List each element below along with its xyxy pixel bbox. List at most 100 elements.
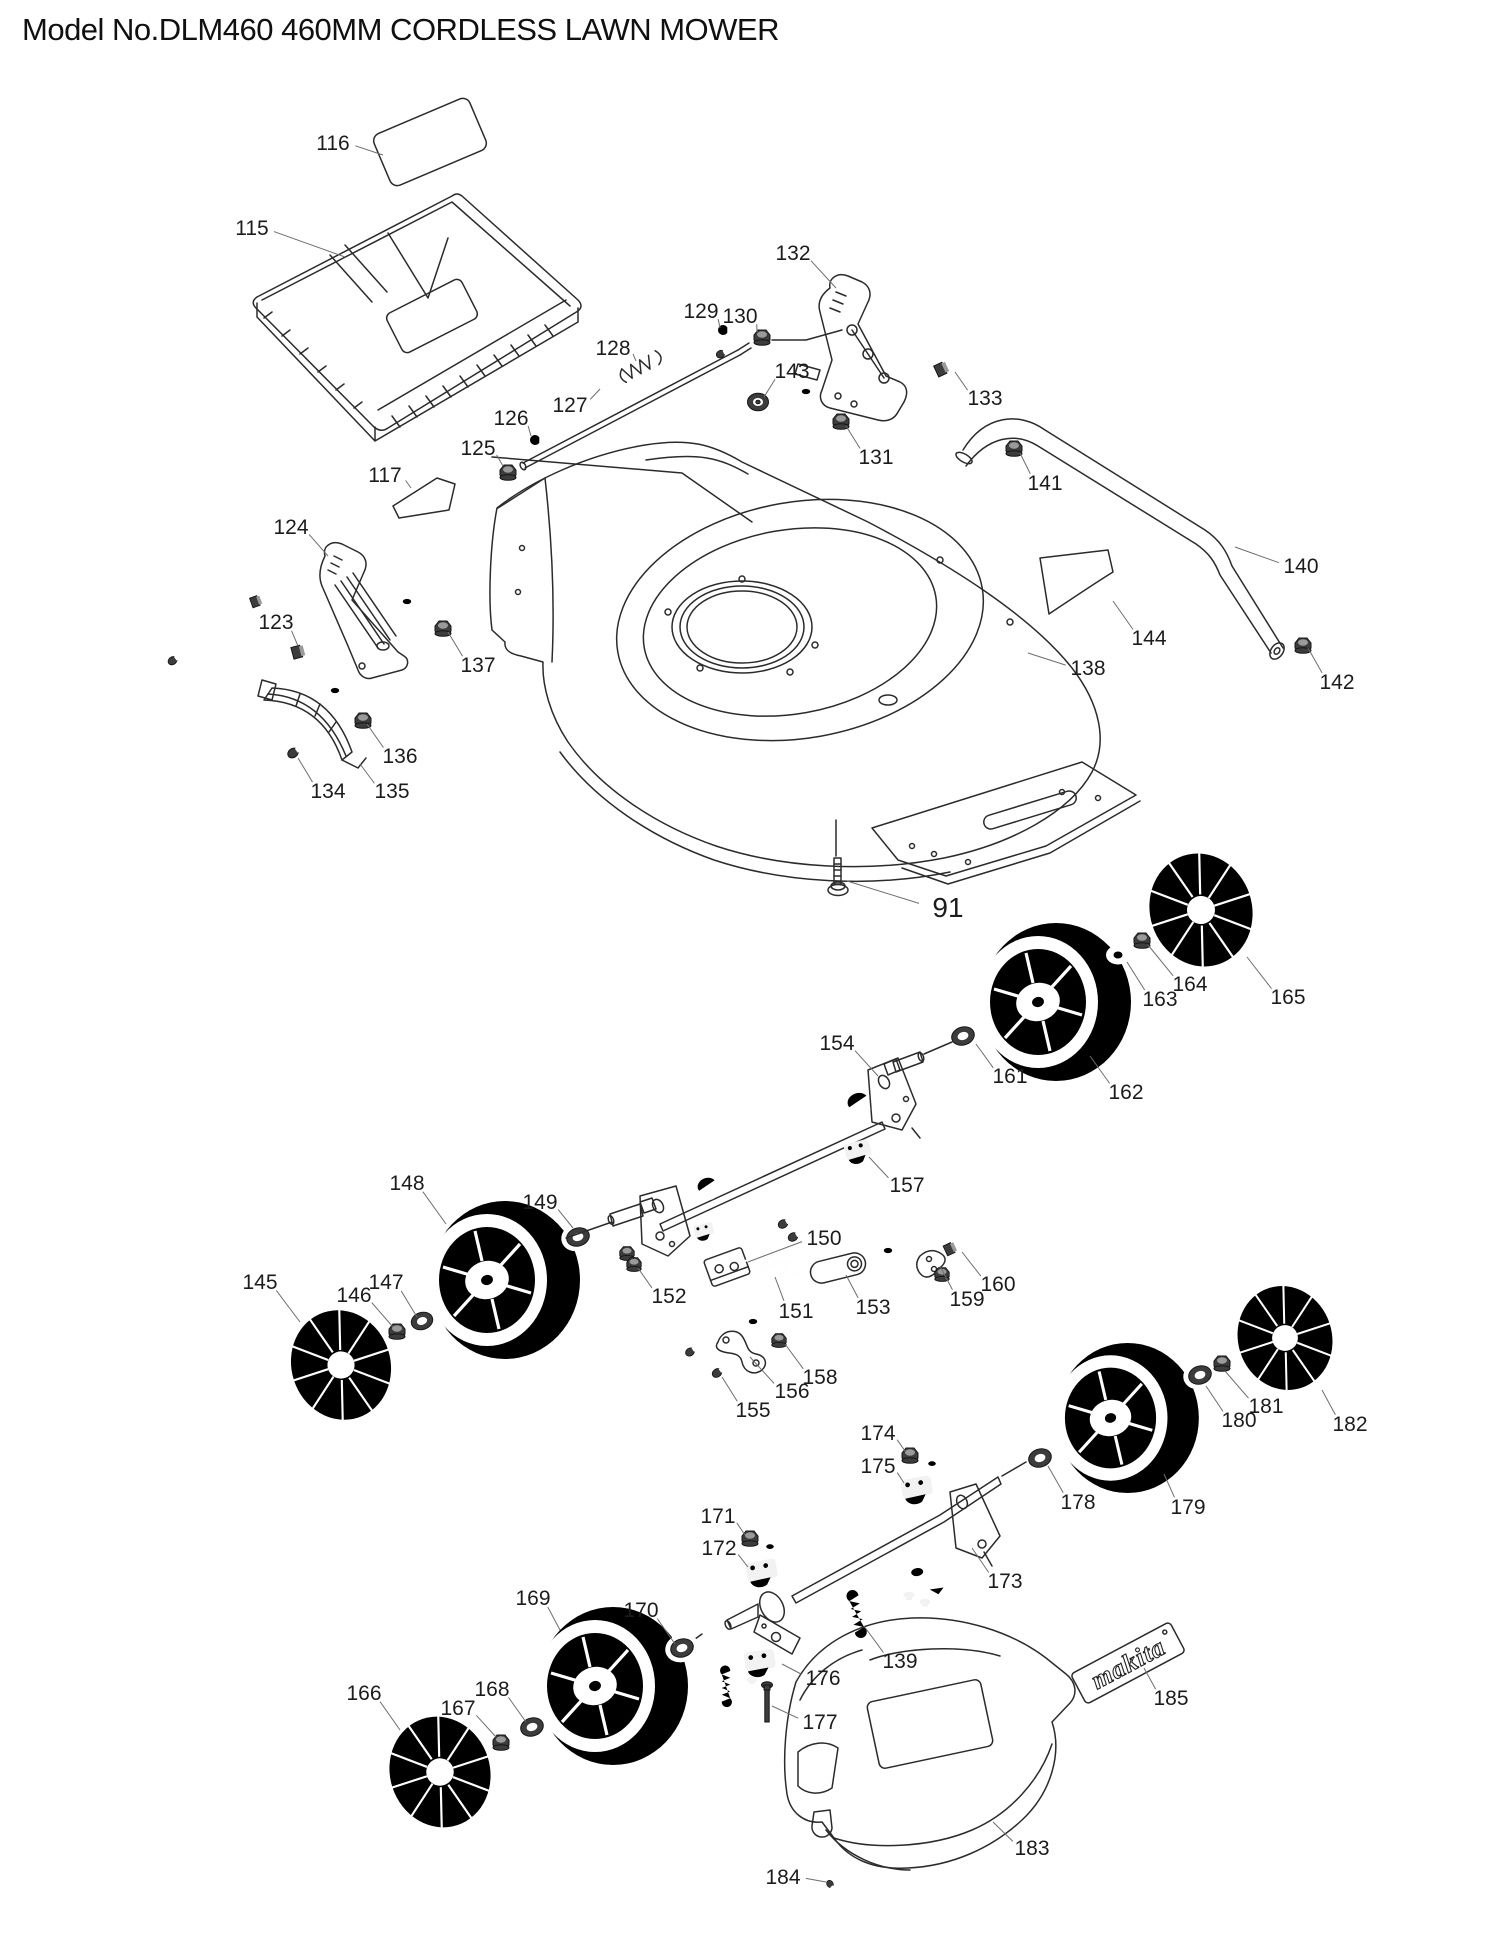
leader-line-166 xyxy=(379,1701,401,1731)
carriage-bolt xyxy=(903,1591,915,1630)
part-label-126: 126 xyxy=(493,407,528,430)
part-callout-168: 168 xyxy=(474,1678,527,1723)
part-callout-123: 123 xyxy=(258,611,299,647)
part-callout-137: 137 xyxy=(447,631,496,677)
part-callout-125: 125 xyxy=(460,437,504,467)
part-callout-177: 177 xyxy=(771,1705,838,1734)
part-callout-154: 154 xyxy=(819,1032,879,1077)
adjuster-plate-150 xyxy=(703,1247,751,1287)
part-label-152: 152 xyxy=(651,1285,686,1308)
part-label-127: 127 xyxy=(552,394,587,417)
part-callout-153: 153 xyxy=(845,1274,891,1319)
leader-line-182 xyxy=(1321,1389,1336,1415)
leader-line-126 xyxy=(527,425,532,437)
axle-clamp-175 xyxy=(900,1475,935,1507)
assembly-guide-line xyxy=(491,456,753,523)
leader-line-124 xyxy=(308,534,329,557)
brand-logo-text: makita xyxy=(1086,1632,1170,1695)
leader-line-152 xyxy=(637,1267,653,1289)
part-callout-178: 178 xyxy=(1047,1465,1096,1514)
part-label-168: 168 xyxy=(474,1678,509,1701)
part-callout-148: 148 xyxy=(389,1172,447,1225)
hex-nut xyxy=(763,1542,777,1554)
part-callout-147: 147 xyxy=(368,1271,418,1318)
part-label-131: 131 xyxy=(858,446,893,469)
part-label-144: 144 xyxy=(1131,627,1166,650)
flange-nut-181 xyxy=(1213,1355,1231,1372)
pivot-rod-127 xyxy=(519,342,752,471)
leader-line-183 xyxy=(992,1821,1014,1842)
part-label-178: 178 xyxy=(1060,1491,1095,1514)
leader-line-155 xyxy=(721,1376,738,1402)
part-callout-165: 165 xyxy=(1246,956,1306,1009)
part-callout-129: 129 xyxy=(683,300,721,329)
part-callout-141: 141 xyxy=(1019,452,1063,495)
part-label-128: 128 xyxy=(595,337,630,360)
part-callout-164: 164 xyxy=(1147,944,1208,996)
leader-line-143 xyxy=(763,378,776,398)
part-callout-179: 179 xyxy=(1163,1473,1206,1519)
part-label-137: 137 xyxy=(460,654,495,677)
leader-line-151 xyxy=(774,1276,785,1301)
hex-bolt-133 xyxy=(933,354,964,378)
leader-line-171 xyxy=(736,1522,746,1536)
part-callout-158: 158 xyxy=(784,1343,838,1389)
caution-sticker-117 xyxy=(392,477,456,519)
leader-line-161 xyxy=(975,1043,994,1069)
part-callout-138: 138 xyxy=(1027,652,1106,680)
part-callout-136: 136 xyxy=(366,723,418,768)
leader-line-175 xyxy=(896,1472,905,1484)
leader-line-164 xyxy=(1147,944,1174,977)
leader-line-156 xyxy=(749,1356,775,1384)
part-label-153: 153 xyxy=(855,1296,890,1319)
part-label-155: 155 xyxy=(735,1399,770,1422)
leader-line-150 xyxy=(747,1241,803,1263)
leader-line-168 xyxy=(508,1697,527,1723)
part-label-181: 181 xyxy=(1248,1395,1283,1418)
part-label-171: 171 xyxy=(700,1505,735,1528)
return-spring-139 xyxy=(845,1588,868,1640)
hex-nut xyxy=(400,597,414,609)
part-callout-130: 130 xyxy=(722,305,758,333)
cup-washer-143 xyxy=(742,388,774,416)
part-label-146: 146 xyxy=(336,1284,371,1307)
front-axle-173 xyxy=(687,1461,1027,1655)
leader-line-176 xyxy=(781,1663,802,1675)
leader-line-157 xyxy=(868,1156,889,1179)
part-callout-116: 116 xyxy=(316,132,384,156)
part-label-130: 130 xyxy=(722,305,757,328)
leader-line-135 xyxy=(359,763,375,784)
part-label-124: 124 xyxy=(273,516,308,539)
mower-deck-138 xyxy=(489,441,1101,883)
screw xyxy=(683,1340,704,1359)
part-label-177: 177 xyxy=(802,1711,837,1734)
handle-bracket-132 xyxy=(794,274,908,422)
part-callout-127: 127 xyxy=(552,388,601,417)
part-callout-174: 174 xyxy=(860,1422,906,1452)
wear-plate-135 xyxy=(257,679,367,769)
part-label-125: 125 xyxy=(460,437,495,460)
wheel-cap-182 xyxy=(1215,1264,1355,1412)
hex-nut xyxy=(799,387,813,399)
leader-line-127 xyxy=(589,388,601,400)
part-label-184: 184 xyxy=(765,1866,800,1889)
leader-line-125 xyxy=(496,454,504,467)
part-label-116: 116 xyxy=(316,132,349,155)
leader-line-145 xyxy=(275,1290,301,1323)
part-callout-146: 146 xyxy=(336,1284,394,1328)
part-label-117: 117 xyxy=(368,464,401,487)
leader-line-116 xyxy=(355,145,384,156)
leader-line-177 xyxy=(771,1705,799,1719)
leader-line-139 xyxy=(863,1625,884,1653)
part-label-180: 180 xyxy=(1221,1409,1256,1432)
hex-nut xyxy=(746,1317,760,1329)
retaining-clip-126 xyxy=(530,435,540,445)
part-callout-149: 149 xyxy=(522,1191,574,1229)
part-label-141: 141 xyxy=(1027,472,1062,495)
part-label-147: 147 xyxy=(368,1271,403,1294)
screw-134 xyxy=(285,739,310,761)
flange-nut-125 xyxy=(499,464,517,481)
part-callout-126: 126 xyxy=(493,407,532,437)
leader-line-185 xyxy=(1143,1667,1157,1690)
